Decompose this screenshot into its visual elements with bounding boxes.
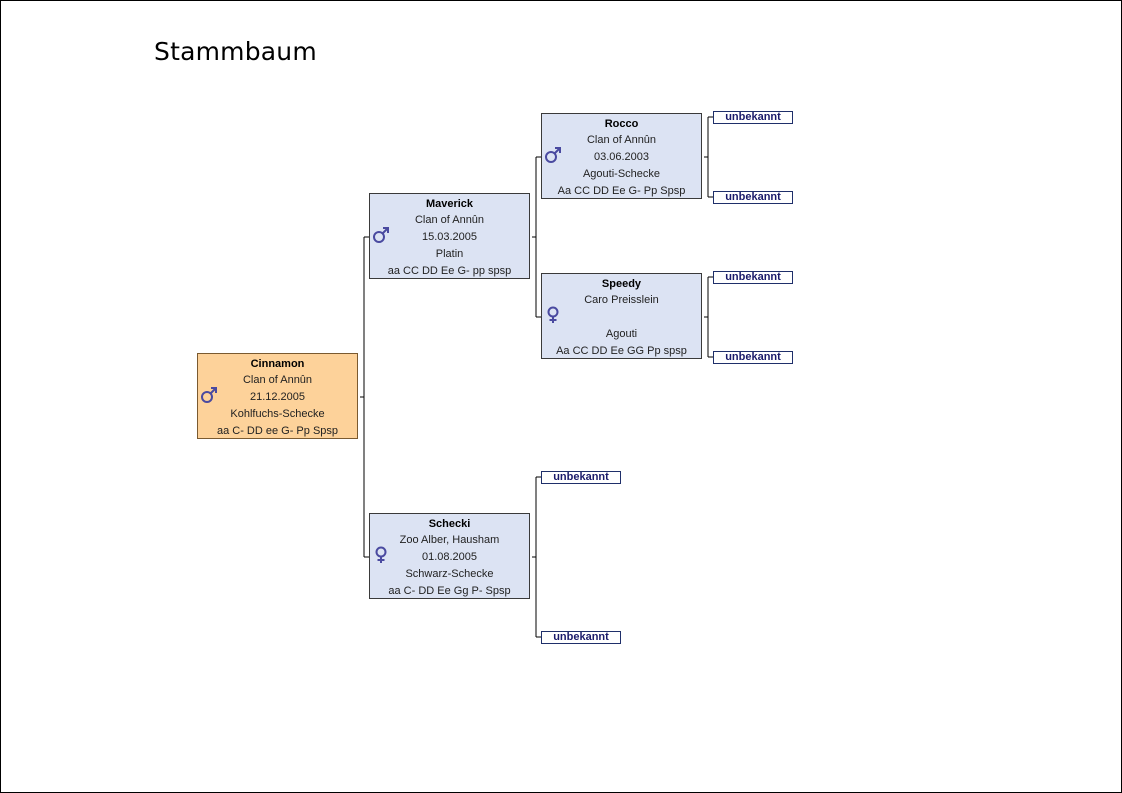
animal-color: Agouti-Schecke	[582, 168, 661, 180]
animal-card-paternal-grandmother[interactable]: Speedy Caro Preisslein Agouti Aa CC DD E…	[541, 273, 702, 359]
animal-genes: aa C- DD Ee Gg P- Spsp	[388, 585, 511, 597]
animal-name: Maverick	[425, 198, 474, 210]
animal-birthdate: 21.12.2005	[249, 391, 306, 403]
male-symbol-icon	[201, 387, 217, 403]
animal-genes: aa C- DD ee G- Pp Spsp	[216, 425, 339, 437]
animal-breeder: Clan of Annûn	[414, 214, 485, 226]
male-symbol-icon	[545, 147, 561, 163]
animal-card-root[interactable]: Cinnamon Clan of Annûn 21.12.2005 Kohlfu…	[197, 353, 358, 439]
animal-card-father[interactable]: Maverick Clan of Annûn 15.03.2005 Platin…	[369, 193, 530, 279]
unknown-ancestor-speedy-father[interactable]: unbekannt	[713, 271, 793, 284]
animal-name: Cinnamon	[250, 358, 305, 370]
animal-color: Schwarz-Schecke	[405, 568, 494, 580]
female-symbol-icon	[375, 546, 387, 563]
animal-genes: Aa CC DD Ee GG Pp spsp	[556, 345, 687, 357]
animal-color: Platin	[435, 248, 464, 260]
unknown-ancestor-schecki-father[interactable]: unbekannt	[541, 471, 621, 484]
animal-name: Rocco	[604, 118, 639, 130]
animal-genes: Aa CC DD Ee G- Pp Spsp	[557, 185, 686, 197]
animal-card-paternal-grandfather[interactable]: Rocco Clan of Annûn 03.06.2003 Agouti-Sc…	[541, 113, 702, 199]
animal-birthdate: 01.08.2005	[421, 551, 478, 563]
female-symbol-icon	[547, 306, 559, 323]
page-title: Stammbaum	[154, 37, 317, 66]
animal-name: Speedy	[601, 278, 642, 290]
animal-name: Schecki	[428, 518, 471, 530]
animal-card-mother[interactable]: Schecki Zoo Alber, Hausham 01.08.2005 Sc…	[369, 513, 530, 599]
unknown-ancestor-schecki-mother[interactable]: unbekannt	[541, 631, 621, 644]
male-symbol-icon	[373, 227, 389, 243]
unknown-ancestor-speedy-mother[interactable]: unbekannt	[713, 351, 793, 364]
animal-breeder: Caro Preisslein	[584, 294, 659, 306]
unknown-ancestor-rocco-mother[interactable]: unbekannt	[713, 191, 793, 204]
animal-breeder: Clan of Annûn	[586, 134, 657, 146]
animal-color: Kohlfuchs-Schecke	[230, 408, 325, 420]
animal-breeder: Zoo Alber, Hausham	[399, 534, 500, 546]
unknown-ancestor-rocco-father[interactable]: unbekannt	[713, 111, 793, 124]
animal-birthdate: 03.06.2003	[593, 151, 650, 163]
animal-birthdate	[542, 309, 701, 326]
animal-genes: aa CC DD Ee G- pp spsp	[387, 265, 512, 277]
animal-color: Agouti	[605, 328, 638, 340]
animal-breeder: Clan of Annûn	[242, 374, 313, 386]
animal-birthdate: 15.03.2005	[421, 231, 478, 243]
